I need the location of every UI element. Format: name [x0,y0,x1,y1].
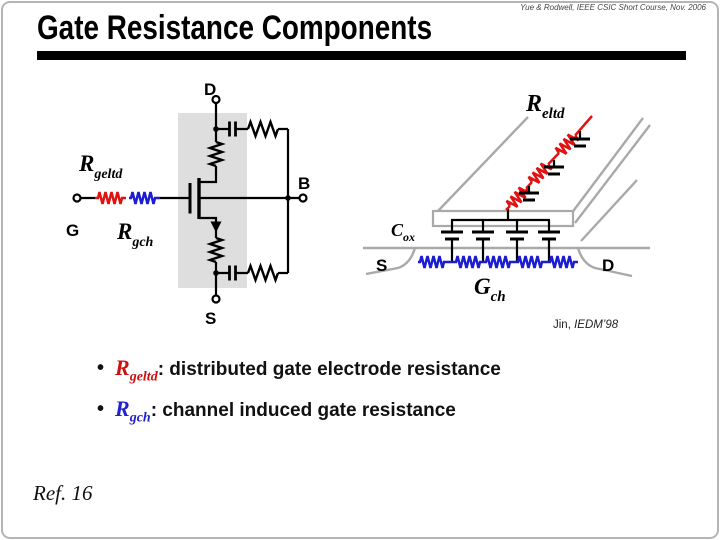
c-ox-capacitors-icon [441,209,560,262]
junction-dot [213,126,219,132]
top-resistor-icon [246,118,280,140]
junction-dot [213,270,219,276]
gate-terminal [72,193,82,203]
r-gch-symbol: Rgch [115,396,151,426]
jin-citation: Jin, IEDM’98 [553,319,619,331]
r-geltd-symbol: Rgeltd [115,355,158,385]
mosfet-icon [188,178,222,233]
junction-dot [285,195,291,201]
bullet-dot: • [97,357,105,379]
bullet-text: : distributed gate electrode resistance [157,359,501,380]
body-label: B [298,174,310,193]
drain-label: D [204,80,216,99]
r-eltd-chain-icon [505,115,593,211]
physical-structure: Reltd Cox Gch S D Jin, IEDM’98 [363,91,651,331]
source-well-edge [365,247,417,276]
electrode-left-edge [437,116,529,212]
header-citation: Yue & Rodwell, IEEE CSIC Short Course, N… [520,3,706,12]
body-terminal [298,193,308,203]
bullet-item-rgch: • Rgch: channel induced gate resistance [97,396,501,426]
r-eltd-label: Reltd [525,91,565,122]
source-region-label: S [376,256,387,275]
gate-resistance-diagrams: D S B G Rgeltd Rgch [66,80,651,331]
mesa-edge [580,179,638,242]
r-geltd-label: Rgeltd [78,151,123,182]
c-ox-label: Cox [391,220,415,244]
equivalent-circuit: D S B G Rgeltd Rgch [66,80,310,328]
source-resistor-icon [206,236,226,264]
distributed-capacitor-icon [519,131,590,202]
r-gch-resistor-icon [129,191,160,205]
drain-region-label: D [602,256,614,275]
electrode-thickness-edge [574,124,651,224]
drain-resistor-icon [206,140,226,168]
electrode-right-edge [570,117,644,215]
title-rule [37,51,686,60]
bullet-list: • Rgeltd: distributed gate electrode resi… [97,355,501,438]
page-title: Gate Resistance Components [37,9,433,47]
bullet-item-rgeltd: • Rgeltd: distributed gate electrode resi… [97,355,501,385]
drain-well-edge [576,247,633,278]
electrode-front-face [431,209,575,228]
bottom-capacitor-icon [228,265,237,281]
gate-label: G [66,221,79,240]
g-ch-resistor-icon [418,255,578,269]
r-geltd-resistor-icon [95,191,126,205]
reference-label: Ref. 16 [33,481,93,505]
g-ch-label: Gch [474,274,506,305]
source-terminal [211,294,221,304]
drain-terminal [211,94,221,105]
source-arrow-icon [210,221,222,233]
bottom-resistor-icon [246,262,280,284]
source-label: S [205,309,216,328]
r-gch-label: Rgch [116,219,154,250]
top-capacitor-icon [228,121,237,137]
bullet-text: : channel induced gate resistance [150,400,456,422]
bullet-dot: • [97,398,105,421]
